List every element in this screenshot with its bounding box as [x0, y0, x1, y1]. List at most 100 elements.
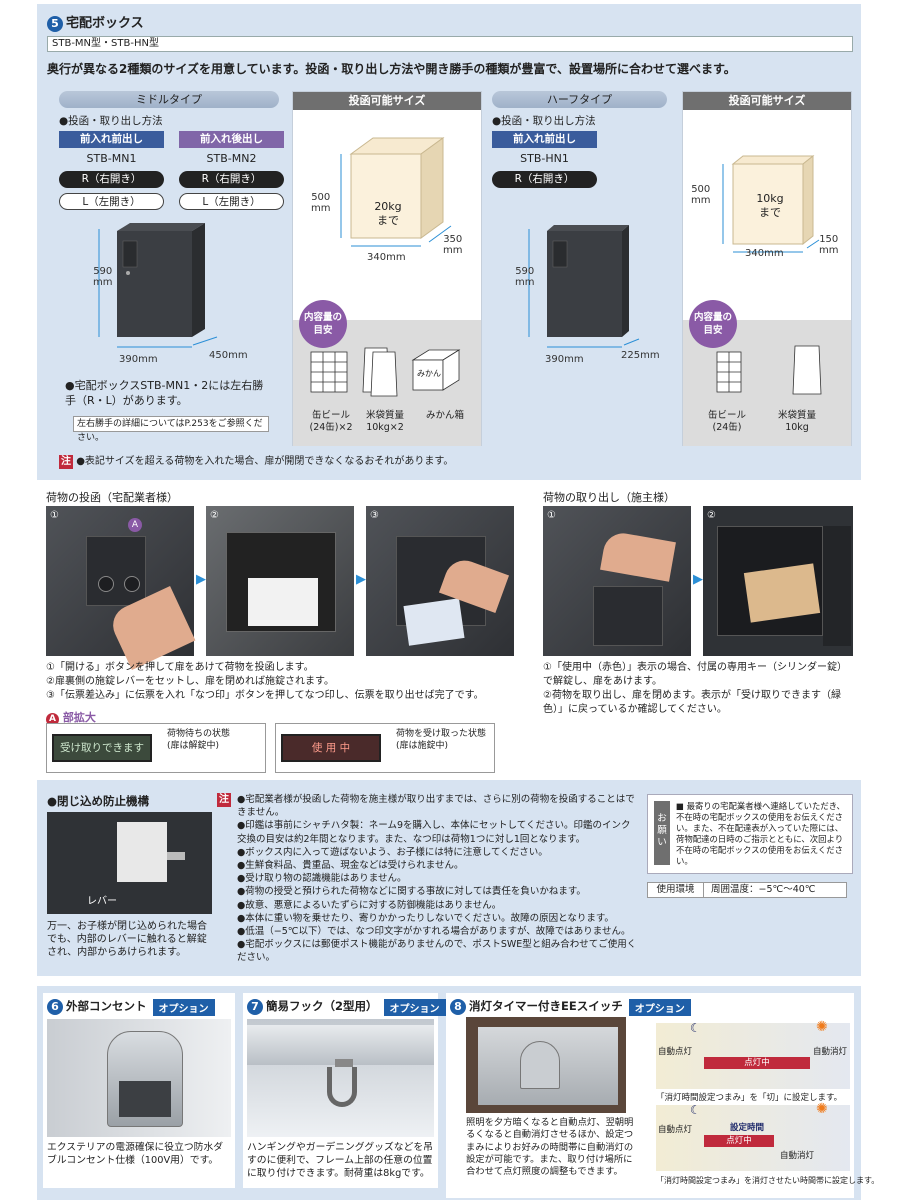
lit-bar: 点灯中: [704, 1057, 810, 1069]
display-ready-box: 受け取りできます 荷物待ちの状態(扉は解錠中): [46, 723, 266, 773]
middle-r-pill-1: R（右開き）: [59, 171, 164, 188]
half-depth: 225mm: [621, 350, 660, 361]
half-content-icons: [716, 345, 822, 395]
middle-col1-label: 前入れ前出し: [59, 131, 164, 148]
outlet-desc: エクステリアの電源確保に役立つ防水ダブルコンセント仕様（100V用）です。: [47, 1142, 224, 1166]
deliver-title: 荷物の投函（宅配業者様）: [46, 491, 178, 504]
half-type-label: ハーフタイプ: [492, 91, 667, 108]
moon-icon: ☾: [690, 1021, 701, 1035]
deliver-caption-1: ①「開ける」ボタンを押して扉をあけて荷物を投函します。: [46, 662, 314, 673]
request-label: お願い: [654, 801, 670, 865]
note-item: ●宅配業者様が投函した荷物を施主様が取り出すまでは、さらに別の荷物を投函すること…: [237, 794, 635, 819]
middle-item-beer: 缶ビール(24缶)×2: [309, 410, 353, 433]
deliver-photo-3: ③: [366, 506, 514, 656]
deliver-caption-2: ②扉裏側の施錠レバーをセットし、扉を閉めれば施錠されます。: [46, 676, 334, 687]
note-item: ●ボックス内に入って遊ばないよう、お子様には特に注意してください。: [237, 846, 548, 858]
pickup-caption-2: ②荷物を取り出し、扉を閉めます。表示が「受け取りできます（緑色）」に戻っているか…: [543, 690, 841, 715]
caution-text: ●表記サイズを超える荷物を入れた場合、扉が開閉できなくなるおそれがあります。: [76, 456, 454, 467]
zoom-title: A 部拡大: [46, 709, 96, 726]
deliver-captions: ①「開ける」ボタンを押して扉をあけて荷物を投函します。 ②扉裏側の施錠レバーをセ…: [46, 661, 516, 703]
middle-content-icons: [310, 347, 461, 397]
display-ready: 受け取りできます: [52, 734, 152, 762]
timeline-1: ☾ ✺ 自動点灯 自動消灯 点灯中: [656, 1019, 850, 1089]
arrow-right-icon: ▶: [196, 572, 206, 587]
lever-label: レバー: [87, 892, 117, 907]
middle-width: 390mm: [119, 354, 158, 365]
section-title: 宅配ボックス: [66, 16, 144, 31]
display-inuse: 使 用 中: [281, 734, 381, 762]
timeline-2: ☾ ✺ 自動点灯 設定時間 点灯中 自動消灯: [656, 1101, 850, 1171]
middle-lr-reference: 左右勝手の詳細についてはP.253をご参照ください。: [73, 416, 269, 443]
moon-icon: ☾: [690, 1103, 701, 1117]
intro-text: 奥行が異なる2種類のサイズを用意しています。投函・取り出し方法や開き勝手の種類が…: [47, 62, 736, 76]
pickup-photo-1: ①: [543, 506, 691, 656]
caution-line: 注 ●表記サイズを超える荷物を入れた場合、扉が開閉できなくなるおそれがあります。: [59, 452, 453, 469]
sun-icon: ✺: [816, 1019, 828, 1035]
notes-band: ●閉じ込め防止機構 レバー 万一、お子様が閉じ込められた場合でも、内部のレバーに…: [37, 780, 861, 976]
request-box: お願い ■ 最寄りの宅配業者様へ連絡していただき、不在時の宅配ボックスの使用をお…: [647, 794, 853, 874]
hook-desc: ハンギングやガーデニンググッズなどを吊すのに便利で、フレーム上部の任意の位置に取…: [247, 1142, 433, 1179]
ee-desc: 照明を夕方暗くなると自動点灯、翌朝明るくなると自動消灯させるほか、設定つまみによ…: [466, 1117, 634, 1178]
middle-l-pill-1: L（左開き）: [59, 193, 164, 210]
half-r-pill: R（右開き）: [492, 171, 597, 188]
middle-l-pill-2: L（左開き）: [179, 193, 284, 210]
half-box-illustration: [528, 225, 640, 348]
middle-col2-model: STB-MN2: [206, 152, 257, 165]
ee-photo: [466, 1017, 626, 1113]
half-width: 390mm: [545, 354, 584, 365]
option-badge: オプション: [383, 998, 446, 1016]
middle-r-pill-2: R（右開き）: [179, 171, 284, 188]
note-item: ●印鑑は事前にシャチハタ製：ネーム9を購入し、本体にセットしてください。印鑑のイ…: [237, 820, 631, 845]
timeline-2-caption: 「消灯時間設定つまみ」を消灯させたい時間帯に設定します。: [656, 1176, 880, 1185]
request-text: ■ 最寄りの宅配業者様へ連絡していただき、不在時の宅配ボックスの使用をお伝えくだ…: [676, 801, 845, 866]
middle-lr-note: ●宅配ボックスSTB-MN1・2には左右勝手（R・L）があります。: [65, 379, 264, 407]
middle-item-mikan: みかん箱: [425, 410, 464, 421]
env-row: 使用環境 周囲温度：−5℃〜40℃: [647, 882, 847, 898]
lockin-photo: レバー: [47, 812, 212, 914]
middle-depth: 450mm: [209, 350, 248, 361]
half-size-header: 投函可能サイズ: [683, 92, 851, 110]
model-tag: STB-MN型・STB-HN型: [47, 36, 853, 52]
pickup-photo-2: ②: [703, 506, 853, 656]
half-size-w: 340mm: [745, 248, 784, 259]
half-method-title: ●投函・取り出し方法: [492, 115, 596, 127]
zoom-marker-a: A: [128, 518, 142, 532]
lockin-desc: 万一、お子様が閉じ込められた場合でも、内部のレバーに触れると解錠され、内部からあ…: [47, 921, 207, 958]
option-badge: オプション: [152, 998, 215, 1016]
timeline-1-caption: 「消灯時間設定つまみ」を「切」に設定します。: [656, 1093, 843, 1103]
display-inuse-desc: 荷物を受け取った状態(扉は施錠中): [396, 729, 487, 751]
env-value: 周囲温度：−5℃〜40℃: [711, 884, 816, 895]
middle-size-cube: [340, 137, 452, 247]
zoom-mark: A: [46, 713, 59, 726]
option-badge: オプション: [628, 998, 691, 1016]
note-item: ●宅配ボックスには郵便ポスト機能がありませんので、ポストSWE型と組み合わせてご…: [237, 939, 637, 964]
pickup-title: 荷物の取り出し（施主様）: [543, 491, 675, 504]
sun-icon: ✺: [816, 1101, 828, 1117]
middle-content-badge: 内容量の目安: [299, 300, 347, 348]
note-item: ●低温（−5℃以下）では、なつ印文字がかすれる場合がありますが、故障ではありませ…: [237, 926, 631, 938]
deliver-photo-1: ① A: [46, 506, 196, 670]
middle-size-header: 投函可能サイズ: [293, 92, 481, 110]
lit-bar: 点灯中: [704, 1135, 774, 1147]
deliver-caption-3: ③「伝票差込み」に伝票を入れ「なつ印」ボタンを押してなつ印し、伝票を取り出せば完…: [46, 690, 484, 701]
note-item: ●受け取り物の認識機能はありません。: [237, 873, 407, 885]
arrow-right-icon: ▶: [356, 572, 366, 587]
outlet-photo: [47, 1019, 231, 1137]
